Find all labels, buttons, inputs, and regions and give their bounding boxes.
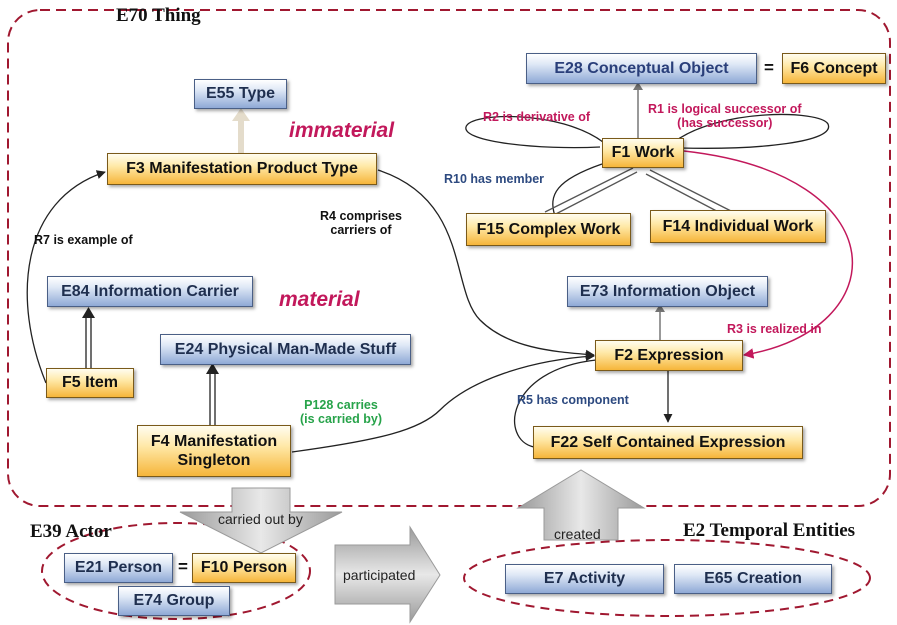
participated-arrow (334, 525, 441, 624)
created-label: created (554, 526, 601, 542)
node-f10-person: F10 Person (192, 553, 296, 583)
label-p128-line1: P128 carries (304, 398, 378, 412)
carried-out-by-label: carried out by (218, 511, 303, 527)
label-r4-line2: carriers of (330, 223, 392, 238)
created-arrow (516, 469, 646, 541)
label-r3: R3 is realized in (727, 322, 822, 336)
e70-thing-boundary (7, 9, 891, 507)
node-e7-activity: E7 Activity (505, 564, 664, 594)
r1-loop (673, 113, 830, 149)
r3-curve (683, 150, 854, 359)
node-f15-complex-work: F15 Complex Work (466, 213, 631, 246)
immaterial-label: immaterial (289, 119, 395, 142)
r7-curve (26, 170, 106, 384)
label-r1-line1: R1 is logical successor of (648, 102, 802, 116)
e2-temporal-boundary (463, 539, 871, 617)
equals-sign-person: = (178, 557, 188, 576)
r10-curve (552, 163, 603, 217)
e2-temporal-title: E2 Temporal Entities (683, 520, 856, 541)
f15-to-f1-a (544, 167, 634, 213)
node-f1-work: F1 Work (602, 138, 684, 168)
node-f2-expression: F2 Expression (595, 340, 743, 371)
e39-actor-title: E39 Actor (30, 521, 112, 542)
node-e24-physical-man-made-stuff: E24 Physical Man-Made Stuff (160, 334, 411, 365)
label-r1-line2: (has successor) (677, 116, 773, 131)
node-e73-information-object: E73 Information Object (567, 276, 768, 307)
label-r1: R1 is logical successor of (has successo… (648, 102, 802, 131)
node-e55-type: E55 Type (194, 79, 287, 109)
f14-to-f1-b (645, 173, 729, 218)
node-f22-self-contained-expression: F22 Self Contained Expression (533, 426, 803, 459)
label-r2: R2 is derivative of (483, 110, 590, 124)
node-f5-item: F5 Item (46, 368, 134, 398)
f5-to-e84-head (82, 307, 95, 318)
node-e74-group: E74 Group (118, 586, 230, 616)
node-e28-conceptual-object: E28 Conceptual Object (526, 53, 757, 84)
node-f6-concept: F6 Concept (782, 53, 886, 84)
node-f3-manifestation-product-type: F3 Manifestation Product Type (107, 153, 377, 185)
f15-to-f1-b (549, 171, 638, 218)
r5-loop (514, 359, 597, 448)
label-r4-line1: R4 comprises (320, 209, 402, 223)
node-e65-creation: E65 Creation (674, 564, 832, 594)
participated-label: participated (343, 567, 416, 583)
carried-out-by-arrow (179, 487, 343, 554)
label-p128-line2: (is carried by) (300, 412, 382, 427)
node-e84-information-carrier: E84 Information Carrier (47, 276, 253, 307)
label-r5: R5 has component (517, 393, 629, 407)
f2-to-e73-head (655, 304, 665, 312)
material-label: material (279, 288, 360, 311)
f1-to-e28-head (633, 82, 643, 90)
r4-curve (377, 169, 595, 359)
label-p128: P128 carries (is carried by) (300, 398, 382, 427)
f4-to-e24-head (206, 363, 219, 374)
f3-to-e55-head (232, 108, 250, 121)
p128-curve (291, 351, 595, 453)
label-r7: R7 is example of (34, 233, 133, 247)
r2-loop (465, 115, 604, 149)
e39-actor-boundary (41, 522, 311, 620)
e70-thing-title: E70 Thing (116, 5, 201, 26)
node-f14-individual-work: F14 Individual Work (650, 210, 826, 243)
label-r10: R10 has member (444, 172, 545, 186)
label-r4: R4 comprises carriers of (320, 209, 402, 238)
f14-to-f1-a (649, 169, 734, 213)
equals-sign-concept: = (764, 58, 774, 77)
node-f4-manifestation-singleton: F4 Manifestation Singleton (137, 425, 291, 477)
node-e21-person: E21 Person (64, 553, 173, 583)
